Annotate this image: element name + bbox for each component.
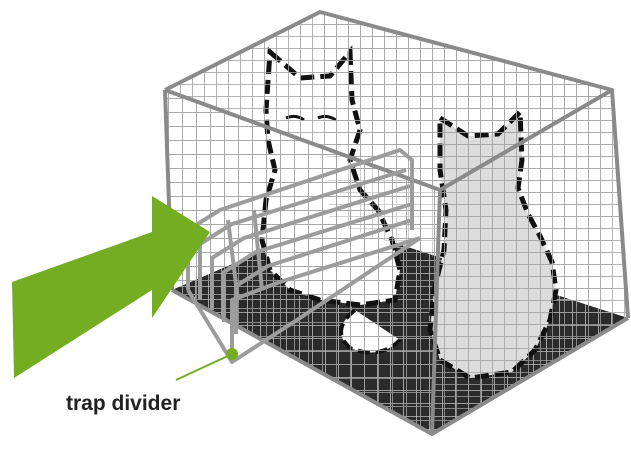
trap-divider-label: trap divider [66, 392, 180, 416]
callout-pointer [176, 348, 238, 380]
